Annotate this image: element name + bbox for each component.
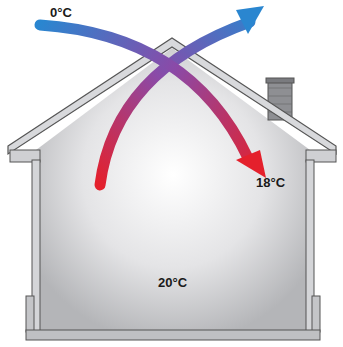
left-wall-base [26,296,34,332]
outside-temperature: 0°C [50,6,72,20]
roof [8,38,336,154]
house-interior [36,48,310,330]
cold-air-arrowhead [236,150,266,178]
heat-loss-arrowhead [236,6,264,34]
cold-air-arrow [40,25,248,158]
floor-slab [26,330,320,340]
inside-temperature: 20°C [158,276,187,290]
right-wall-base [312,296,320,332]
room-temperature: 18°C [256,176,285,190]
chimney-cap [266,78,294,83]
